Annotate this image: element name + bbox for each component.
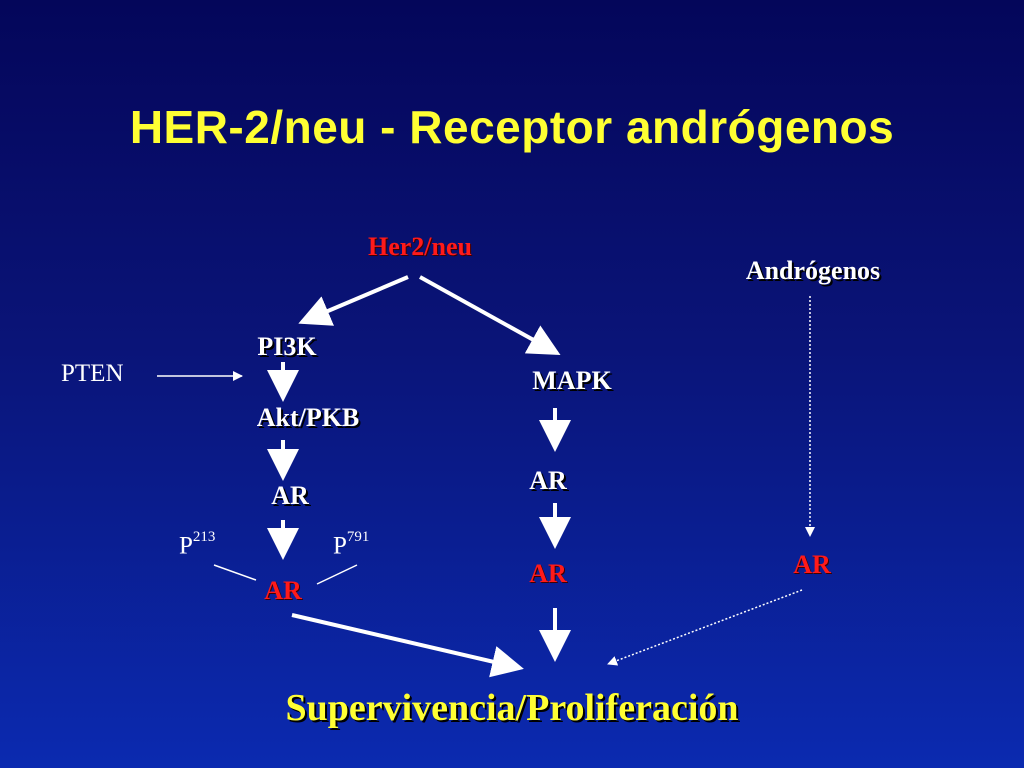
node-ar-mid: AR (529, 466, 567, 495)
p791-base: P (333, 532, 347, 560)
p791-connector (316, 564, 358, 585)
node-ar-left-phospho: AR (264, 576, 302, 605)
node-mapk: MAPK (532, 366, 612, 395)
arrow-her2-to-mapk (419, 275, 561, 355)
phospho-p791: P791 (333, 529, 370, 560)
arrow-her2-to-pi3k (298, 275, 409, 326)
node-pten: PTEN (61, 360, 124, 387)
node-akt: Akt/PKB (256, 403, 360, 432)
p213-position: 213 (192, 529, 216, 545)
phospho-p213: P213 (179, 529, 216, 560)
arrow-ar-left-to-outcome (291, 613, 524, 678)
slide-title: HER-2/neu - Receptor andrógenos (129, 101, 895, 153)
node-ar-right-active: AR (793, 550, 831, 579)
p791-position: 791 (346, 529, 370, 545)
node-her2: Her2/neu (368, 232, 472, 261)
node-ar-mid-active: AR (529, 559, 567, 588)
arrow-ar-right-to-outcome (607, 589, 803, 666)
outcome-label: Supervivencia/Proliferación (285, 687, 739, 729)
p213-connector (213, 564, 257, 581)
node-pi3k: PI3K (257, 332, 317, 361)
node-androgenos: Andrógenos (745, 256, 881, 285)
p213-base: P (179, 532, 193, 560)
node-ar-left: AR (271, 481, 309, 510)
